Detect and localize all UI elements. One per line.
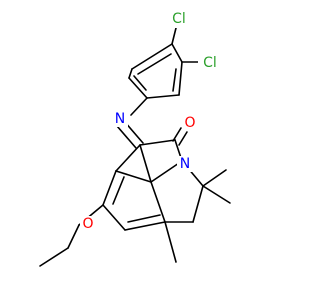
label-background <box>182 115 198 131</box>
bond <box>128 68 133 79</box>
bond <box>171 43 183 63</box>
bond <box>124 221 166 231</box>
label-background <box>167 10 191 28</box>
bond <box>150 160 183 183</box>
bond <box>39 247 69 267</box>
label-background <box>177 156 193 172</box>
chlorine-atom-right: Cl <box>198 54 222 72</box>
bond <box>178 61 183 96</box>
atom-label-text: Cl <box>172 11 186 27</box>
bond <box>146 94 180 99</box>
bond <box>112 176 125 205</box>
bond <box>115 170 152 183</box>
bond <box>150 181 166 223</box>
bond <box>178 131 188 146</box>
nitrogen-atom-imine: N <box>112 111 128 127</box>
atom-label-text: N <box>180 156 190 172</box>
chlorine-atom-top: Cl <box>167 10 191 28</box>
bond <box>67 224 80 249</box>
bond <box>116 125 137 149</box>
atom-label-text: N <box>115 111 125 127</box>
atom-label-text: O <box>184 115 195 131</box>
label-background <box>80 216 96 232</box>
bond <box>137 53 172 75</box>
label-background <box>112 111 128 127</box>
atom-label-text: Cl <box>203 55 217 71</box>
bond <box>192 185 204 223</box>
bond <box>133 75 147 91</box>
bond <box>131 43 173 70</box>
bond <box>128 77 148 99</box>
bond <box>102 204 126 231</box>
bond <box>139 144 152 183</box>
nitrogen-atom-ring: N <box>177 156 193 172</box>
atom-label-layer: Cl Cl N O N O <box>80 10 222 232</box>
bond <box>130 97 148 116</box>
bond <box>202 169 227 187</box>
bond-layer <box>39 27 231 267</box>
bond <box>139 139 176 146</box>
molecule-diagram: Cl Cl N O N O <box>39 10 231 267</box>
structure-svg: Cl Cl N O N O <box>39 10 231 267</box>
bond <box>171 27 177 45</box>
bond <box>102 170 117 206</box>
atom-label-text: O <box>82 216 93 232</box>
bond <box>127 214 161 223</box>
bond <box>115 144 141 172</box>
bond <box>202 185 231 204</box>
bond <box>164 221 177 263</box>
label-background <box>198 54 222 72</box>
bond <box>172 68 177 92</box>
oxygen-atom-ether: O <box>80 216 96 232</box>
oxygen-atom-carbonyl: O <box>182 115 198 131</box>
bond <box>172 127 182 142</box>
